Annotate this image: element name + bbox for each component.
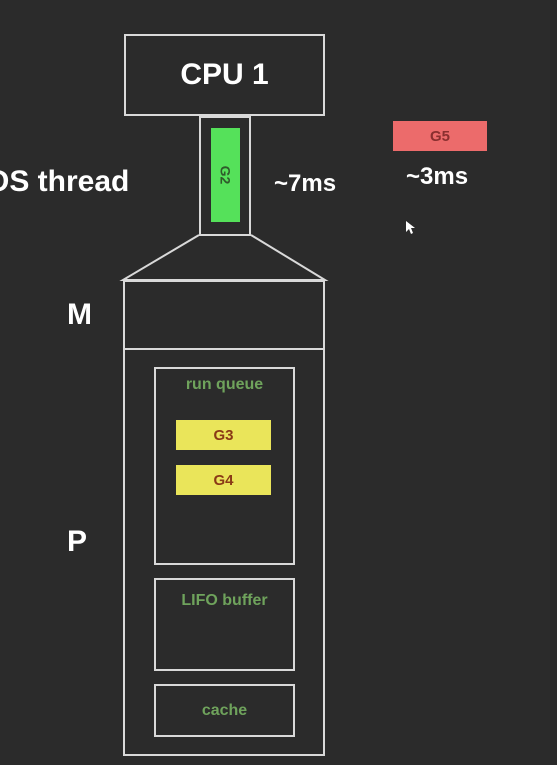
queued-goroutine-label: G3 bbox=[213, 426, 234, 444]
waiting-goroutine-label: G5 bbox=[429, 127, 450, 145]
p-box bbox=[123, 348, 325, 756]
waiting-goroutine-g5: G5 bbox=[393, 121, 487, 151]
cpu-box: CPU 1 bbox=[124, 34, 325, 116]
running-time-label: ~7ms bbox=[274, 170, 337, 197]
cache-box: cache bbox=[154, 684, 295, 737]
lifo-buffer-title: LIFO buffer bbox=[181, 592, 268, 609]
funnel-outline bbox=[119, 234, 329, 281]
cpu-label: CPU 1 bbox=[180, 58, 269, 91]
os-thread-label: OS thread bbox=[0, 165, 130, 198]
waiting-time-label: ~3ms bbox=[406, 163, 469, 190]
m-box bbox=[123, 280, 325, 350]
running-goroutine-g2: G2 bbox=[211, 128, 240, 222]
queued-goroutine-label: G4 bbox=[213, 471, 234, 489]
run-queue-box bbox=[154, 367, 295, 565]
mouse-cursor-icon bbox=[406, 221, 415, 234]
queued-goroutine-g4: G4 bbox=[176, 465, 271, 495]
run-queue-title: run queue bbox=[185, 376, 264, 393]
os-thread-column bbox=[199, 116, 251, 236]
cache-title: cache bbox=[201, 701, 248, 719]
lifo-buffer-box bbox=[154, 578, 295, 671]
p-label: P bbox=[67, 525, 88, 558]
m-label: M bbox=[67, 298, 92, 331]
queued-goroutine-g3: G3 bbox=[176, 420, 271, 450]
